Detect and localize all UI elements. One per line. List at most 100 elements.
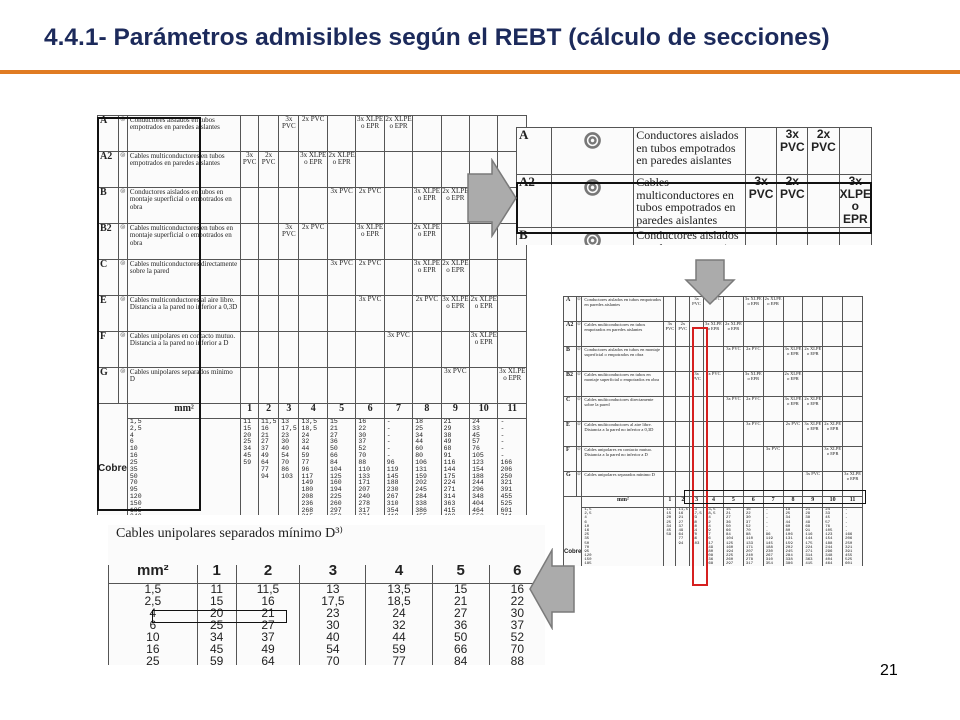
method-caption: Conductores aislados en tubos empotrados… — [633, 127, 746, 175]
method-cell: 3x XLPE o EPR — [802, 421, 824, 447]
zoom-column-header: 4 — [365, 565, 433, 584]
method-cell: 2x XLPE o EPR — [723, 321, 744, 347]
method-cell — [278, 187, 300, 224]
method-cell — [240, 295, 259, 332]
method-cell — [675, 371, 691, 397]
method-cell: 3x PVC — [326, 259, 357, 296]
method-cell: 2x PVC — [298, 115, 328, 152]
method-cell — [278, 331, 300, 368]
method-caption: Conductores aislados en tubos empotrados… — [126, 115, 242, 152]
cable-diagram-icon: ⊚ — [550, 227, 635, 245]
method-cell — [723, 371, 744, 397]
method-cell — [762, 371, 784, 397]
method-cell — [663, 396, 677, 422]
zoom-column-header: 6 — [488, 565, 545, 584]
method-cell — [822, 371, 844, 397]
method-cell — [469, 367, 499, 404]
method-cell: 2x PVC — [355, 187, 385, 224]
method-cell — [240, 367, 259, 404]
zoom-value-cell: 59 — [365, 644, 433, 656]
column-header: 6 — [355, 403, 385, 419]
column-header: 2 — [257, 403, 280, 419]
method-cell — [782, 296, 804, 322]
zoom-caption: Cables unipolares separados mínimo D³⁾ — [116, 526, 343, 541]
method-cell: 3x XLPE o EPR — [782, 346, 804, 372]
installation-methods-zoom-table: A⊚Conductores aislados en tubos empotrad… — [516, 127, 872, 245]
zoom-value-cell: 30 — [488, 608, 545, 620]
method-cell — [326, 367, 357, 404]
zoom-value-cell: 15 — [196, 596, 237, 608]
current-column: 18 25 34 44 60 80 106 131 159 202 245 28… — [412, 418, 442, 515]
zoom-value-cell: 36 — [431, 620, 490, 632]
method-cell — [663, 296, 677, 322]
current-column: 21 29 38 49 68 91 116 144 175 224 271 31… — [440, 418, 471, 515]
current-column: 16 22 30 37 52 70 88 110 133 171 207 240… — [355, 418, 385, 515]
method-cell: 2x XLPE o EPR — [412, 223, 442, 260]
method-cell — [278, 151, 300, 188]
zoom-value-cell: 88 — [488, 656, 545, 665]
method-cell — [355, 331, 385, 368]
method-cell — [326, 223, 357, 260]
scan-cable-table-full: A⊚Conductores aislados en tubos empotrad… — [97, 115, 527, 515]
zoom-column-header: 1 — [196, 565, 237, 584]
method-cell — [412, 331, 442, 368]
method-cell — [838, 127, 872, 175]
method-caption: Conductores aislados en tubos empotrados… — [581, 296, 665, 322]
method-cell — [278, 367, 300, 404]
title-underline — [0, 70, 960, 74]
method-cell — [257, 187, 280, 224]
zoom-value-cell: 23 — [299, 608, 366, 620]
method-cell — [802, 296, 824, 322]
zoom-method-row: B⊚Conductores aislados en tubos en monta… — [516, 227, 872, 245]
method-cell: 2x XLPE o EPR — [383, 115, 414, 152]
method-cell — [240, 259, 259, 296]
method-cell — [742, 321, 764, 347]
scan-current-values-zoom: Cables unipolares separados mínimo D³⁾ m… — [108, 525, 545, 665]
zoom-value-cell: 32 — [365, 620, 433, 632]
section-column: 1,5 2,5 4 6 10 16 25 35 50 70 95 120 150… — [581, 507, 665, 566]
method-cell — [842, 446, 863, 472]
method-cell: 2x PVC — [742, 346, 764, 372]
method-cell — [842, 321, 863, 347]
method-cell — [663, 446, 677, 472]
method-cell: 2x XLPE o EPR — [822, 421, 844, 447]
current-column: - - - - - - 166 206 250 321 391 455 525 … — [842, 507, 863, 566]
method-caption: Cables multiconductores en tubos en mont… — [126, 223, 242, 260]
column-header: 8 — [412, 403, 442, 419]
method-cell: 3x XLPE o EPR — [412, 259, 442, 296]
method-cell: 3x XLPE o EPR — [742, 296, 764, 322]
method-cell: 3x PVC — [723, 396, 744, 422]
method-cell: 3x PVC — [440, 367, 471, 404]
method-cell: 2x PVC — [807, 127, 840, 175]
arrow-down-icon — [684, 259, 736, 306]
method-cell — [822, 321, 844, 347]
method-row: C⊚Cables multiconductores directamente s… — [97, 259, 527, 296]
method-cell — [257, 295, 280, 332]
title-underline-bar — [0, 70, 960, 74]
method-cell: 3x XLPE o EPR — [702, 321, 725, 347]
zoom-value-cell: 37 — [488, 620, 545, 632]
current-column: 11,5 16 21 27 37 49 64 77 94 — [675, 507, 691, 566]
method-cell: 3x XLPE o EPR — [412, 187, 442, 224]
zoom-value-cell: 49 — [235, 644, 300, 656]
zoom-value-cell: 10 — [108, 632, 198, 644]
method-caption: Cables multiconductores en tubos en mont… — [581, 371, 665, 397]
method-cell — [257, 223, 280, 260]
zoom-value-cell: 64 — [235, 656, 300, 665]
method-cell: 2x XLPE o EPR — [802, 346, 824, 372]
method-cell: 3x XLPE o EPR — [742, 371, 764, 397]
method-cell — [298, 331, 328, 368]
current-column: 11 15 20 25 34 45 59 — [240, 418, 259, 515]
zoom-value-cell: 50 — [431, 632, 490, 644]
method-cell — [744, 127, 778, 175]
method-cell — [383, 151, 414, 188]
method-caption: Cables multiconductores directamente sob… — [581, 396, 665, 422]
zoom-method-row: A⊚Conductores aislados en tubos empotrad… — [516, 127, 872, 175]
method-cell — [838, 227, 872, 245]
section-column: 1,5 2,5 4 6 10 16 25 35 50 70 95 120 150… — [126, 418, 242, 515]
zoom-value-cell: 21 — [431, 596, 490, 608]
highlight-installation-column — [97, 117, 201, 511]
zoom-column-header: mm² — [108, 565, 198, 584]
